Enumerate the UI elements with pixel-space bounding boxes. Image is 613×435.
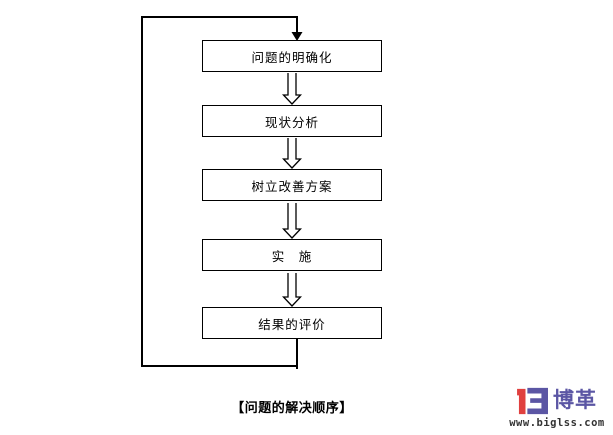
flow-box-current-state-analysis: 现状分析 xyxy=(202,105,382,137)
arrowhead-down-icon xyxy=(291,32,303,41)
flow-box-result-evaluation: 结果的评价 xyxy=(202,307,382,339)
logo-url-text: www.biglss.com xyxy=(509,417,605,429)
logo-brand-text: 博革 xyxy=(553,389,597,412)
flow-box-label: 结果的评价 xyxy=(258,317,326,332)
flow-box-problem-clarification: 问题的明确化 xyxy=(202,40,382,72)
block-arrow-icon xyxy=(281,138,303,169)
flow-box-label: 树立改善方案 xyxy=(251,179,333,194)
biglss-logo-mark-icon xyxy=(517,387,548,415)
flow-box-implementation: 实 施 xyxy=(202,239,382,271)
block-arrow-icon xyxy=(281,203,303,239)
logo-row: 博革 xyxy=(503,386,611,416)
biglss-logo: 博革 www.biglss.com xyxy=(503,386,611,429)
flow-box-label: 实 施 xyxy=(271,249,313,264)
flow-box-label: 现状分析 xyxy=(264,115,319,130)
block-arrow-icon xyxy=(281,273,303,307)
diagram-caption: 【问题的解决顺序】 xyxy=(231,400,353,415)
block-arrow-icon xyxy=(281,73,303,105)
flow-box-label: 问题的明确化 xyxy=(251,50,333,65)
feedback-loop-line xyxy=(141,16,298,369)
flow-box-establish-improvement-plan: 树立改善方案 xyxy=(202,169,382,201)
